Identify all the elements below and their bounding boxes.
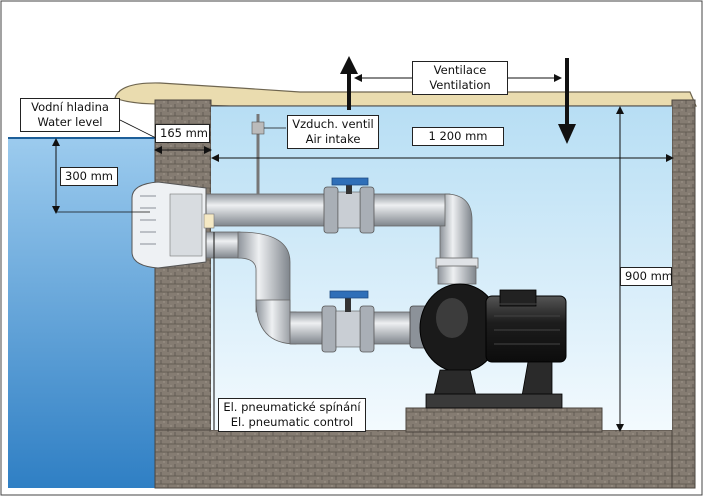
label-1200mm: 1 200 mm: [412, 127, 504, 146]
label-pneumatic-cz: El. pneumatické spínání: [223, 400, 361, 414]
upper-valve: [323, 177, 375, 234]
label-300mm: 300 mm: [60, 167, 118, 186]
ventilation-down-arrow: [558, 58, 576, 144]
label-900mm: 900 mm: [620, 267, 673, 286]
label-165mm: 165 mm: [155, 124, 210, 143]
right-wall: [671, 99, 696, 489]
label-water-level-cz: Vodní hladina: [31, 100, 109, 114]
label-ventilation-en: Ventilation: [429, 78, 491, 92]
pool-water: [8, 137, 155, 488]
label-water-level: Vodní hladina Water level: [20, 98, 120, 132]
lower-valve: [321, 290, 375, 353]
pump: [409, 283, 567, 409]
skimmer: [131, 181, 215, 269]
pump-plinth: [405, 407, 603, 433]
label-pneumatic: El. pneumatické spínání El. pneumatic co…: [218, 398, 366, 432]
label-air-valve-cz: Vzduch. ventil: [292, 117, 374, 131]
pool-deck: [114, 82, 697, 107]
label-air-valve: Vzduch. ventil Air intake: [287, 115, 379, 149]
label-air-valve-en: Air intake: [305, 132, 361, 146]
label-ventilation: Ventilace Ventilation: [412, 61, 508, 95]
ventilation-up-arrow: [340, 56, 358, 110]
room-floor: [154, 429, 696, 489]
label-ventilation-cz: Ventilace: [433, 63, 487, 77]
label-pneumatic-en: El. pneumatic control: [230, 415, 354, 429]
label-water-level-en: Water level: [37, 115, 103, 129]
